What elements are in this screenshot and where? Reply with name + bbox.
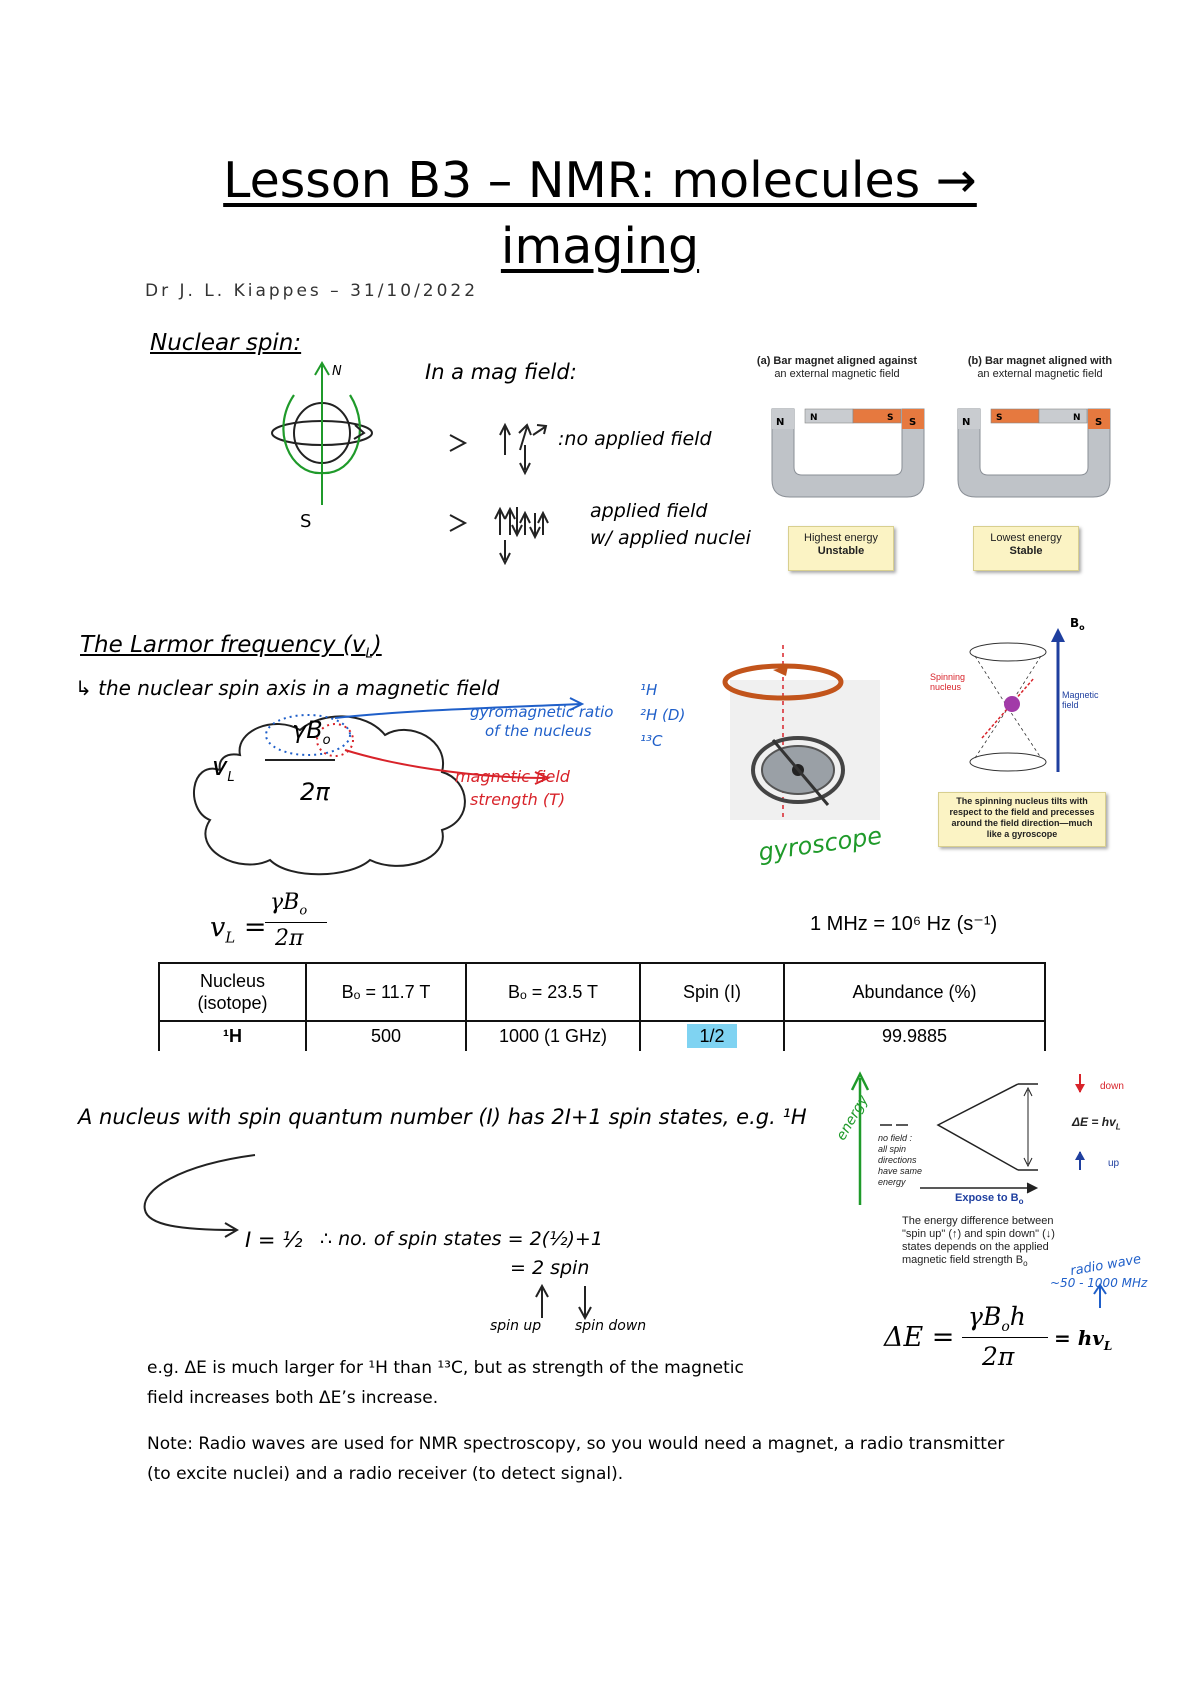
isotope-2h: ²H (D) — [640, 706, 686, 724]
no-field-label: no field : all spin directions have same… — [878, 1133, 923, 1187]
delta-e-formula-numerator: γBoh — [968, 1302, 1026, 1335]
svg-text:N: N — [1073, 413, 1081, 423]
formula-fraction-bar — [265, 922, 327, 923]
larmor-numerator: γBo — [292, 716, 331, 748]
page-title-line-2: imaging — [500, 218, 700, 275]
horseshoe-magnet-a: N S N S — [771, 408, 925, 498]
isotope-1h: ¹H — [640, 681, 658, 699]
radio-wave-arrow — [1093, 1283, 1107, 1308]
delta-e-fraction-bar — [962, 1337, 1048, 1338]
curved-arrow-sketch — [143, 1154, 256, 1238]
formula-vl: vL = — [210, 912, 267, 947]
spinning-nucleus-sketch: N S — [271, 361, 373, 532]
north-pole-label: N — [332, 364, 342, 379]
larmor-cloud-sketch — [193, 714, 466, 876]
applied-field-note: applied field — [590, 500, 708, 522]
note-line-1: Note: Radio waves are used for NMR spect… — [147, 1434, 1005, 1454]
gyroscope-label: gyroscope — [756, 821, 884, 867]
table-cell: 500 — [305, 1020, 467, 1051]
table-header-cell: Bₒ = 11.7 T — [305, 962, 467, 1022]
precession-diagram: Bo — [969, 616, 1085, 772]
example-line-1: e.g. ΔE is much larger for ¹H than ¹³C, … — [147, 1358, 744, 1378]
larmor-v-symbol: vL — [212, 752, 235, 786]
table-cell: 99.9885 — [783, 1020, 1046, 1051]
table-header-cell: Spin (I) — [639, 962, 785, 1022]
horseshoe-magnet-b: N S S N — [957, 408, 1111, 498]
nuclear-spin-heading: Nuclear spin: — [150, 330, 302, 356]
delta-e-formula-rhs: = hvL — [1054, 1326, 1113, 1353]
magnetic-field-note: magnetic field — [455, 767, 570, 786]
gyromagnetic-ratio-note: gyromagnetic ratio — [470, 703, 614, 721]
formula-vl-numerator: γBo — [270, 890, 308, 919]
applied-nuclei-note: w/ applied nuclei — [590, 527, 751, 549]
table-row: ¹H 500 1000 (1 GHz) 1/2 99.9885 — [158, 1020, 1046, 1051]
isotope-13c: ¹³C — [640, 732, 663, 750]
delta-e-formula-lhs: ΔE = — [884, 1322, 955, 1353]
note-line-2: (to excite nuclei) and a radio receiver … — [147, 1464, 624, 1484]
energy-splitting-diagram — [850, 1071, 1085, 1205]
spin-up-label: spin up — [490, 1318, 542, 1334]
energy-difference-caption: The energy difference between "spin up" … — [902, 1215, 1055, 1269]
gyroscope-image — [722, 645, 880, 820]
svg-text:N: N — [776, 417, 784, 428]
spin-up-state-label: up — [1108, 1158, 1120, 1169]
table-header-cell: Abundance (%) — [783, 962, 1046, 1022]
table-header-cell: Bₒ = 23.5 T — [465, 962, 641, 1022]
spin-axis-note: ↳ the nuclear spin axis in a magnetic fi… — [75, 676, 500, 700]
nmr-isotope-table: Nucleus (isotope) Bₒ = 11.7 T Bₒ = 23.5 … — [158, 962, 1046, 1051]
formula-vl-denominator: 2π — [275, 926, 304, 951]
south-pole-label: S — [300, 511, 311, 532]
larmor-denominator: 2π — [300, 778, 330, 806]
svg-text:N: N — [810, 413, 818, 423]
spin-states-calc: ∴ no. of spin states = 2(½)+1 — [320, 1228, 603, 1250]
gyromagnetic-nucleus-note: of the nucleus — [485, 722, 592, 740]
spin-i-value: I = ½ — [245, 1228, 303, 1252]
delta-e-label: ΔE = hvL — [1072, 1115, 1121, 1132]
page-title: Lesson B3 – NMR: molecules → — [223, 152, 977, 209]
spin-arrows-sketch — [449, 422, 549, 565]
spin-states-statement: A nucleus with spin quantum number (I) h… — [78, 1105, 807, 1129]
highlighted-spin-value: 1/2 — [687, 1024, 737, 1048]
unit-conversion-note: 1 MHz = 10⁶ Hz (s⁻¹) — [810, 913, 998, 935]
delta-e-formula-denominator: 2π — [982, 1342, 1015, 1371]
table-cell: 1/2 — [639, 1020, 785, 1051]
field-strength-note: strength (T) — [470, 790, 566, 809]
svg-text:Bo: Bo — [1070, 616, 1085, 632]
bar-magnet-b-caption: (b) Bar magnet aligned with an external … — [967, 355, 1113, 380]
expose-to-b0-label: Expose to Bo — [955, 1192, 1024, 1207]
table-header-cell: Nucleus (isotope) — [158, 962, 307, 1022]
spin-states-result: = 2 spin — [510, 1257, 590, 1279]
radio-frequency-range: ~50 - 1000 MHz — [1050, 1276, 1148, 1290]
annotation-arrows — [334, 697, 585, 785]
lowest-energy-box: Lowest energy Stable — [973, 526, 1079, 571]
bar-magnet-a-caption: (a) Bar magnet aligned against an extern… — [756, 355, 918, 380]
table-cell: ¹H — [158, 1020, 307, 1051]
highest-energy-box: Highest energy Unstable — [788, 526, 894, 571]
svg-text:S: S — [909, 417, 916, 428]
table-cell: 1000 (1 GHz) — [465, 1020, 641, 1051]
svg-text:N: N — [962, 417, 970, 428]
spin-up-down-arrows — [535, 1283, 592, 1321]
svg-text:S: S — [1095, 417, 1102, 428]
spin-down-label: spin down — [575, 1318, 647, 1334]
larmor-heading: The Larmor frequency (vL) — [80, 632, 382, 662]
table-header-row: Nucleus (isotope) Bₒ = 11.7 T Bₒ = 23.5 … — [158, 962, 1046, 1022]
svg-text:S: S — [996, 413, 1002, 423]
example-line-2: field increases both ΔE’s increase. — [147, 1388, 439, 1408]
mag-field-heading: In a mag field: — [425, 360, 577, 384]
no-applied-field-note: :no applied field — [558, 428, 712, 450]
precession-caption-box: The spinning nucleus tilts with respect … — [938, 792, 1106, 847]
author-date-line: Dr J. L. Kiappes – 31/10/2022 — [145, 281, 479, 301]
svg-text:S: S — [887, 413, 893, 423]
spin-down-state-label: down — [1100, 1081, 1124, 1092]
